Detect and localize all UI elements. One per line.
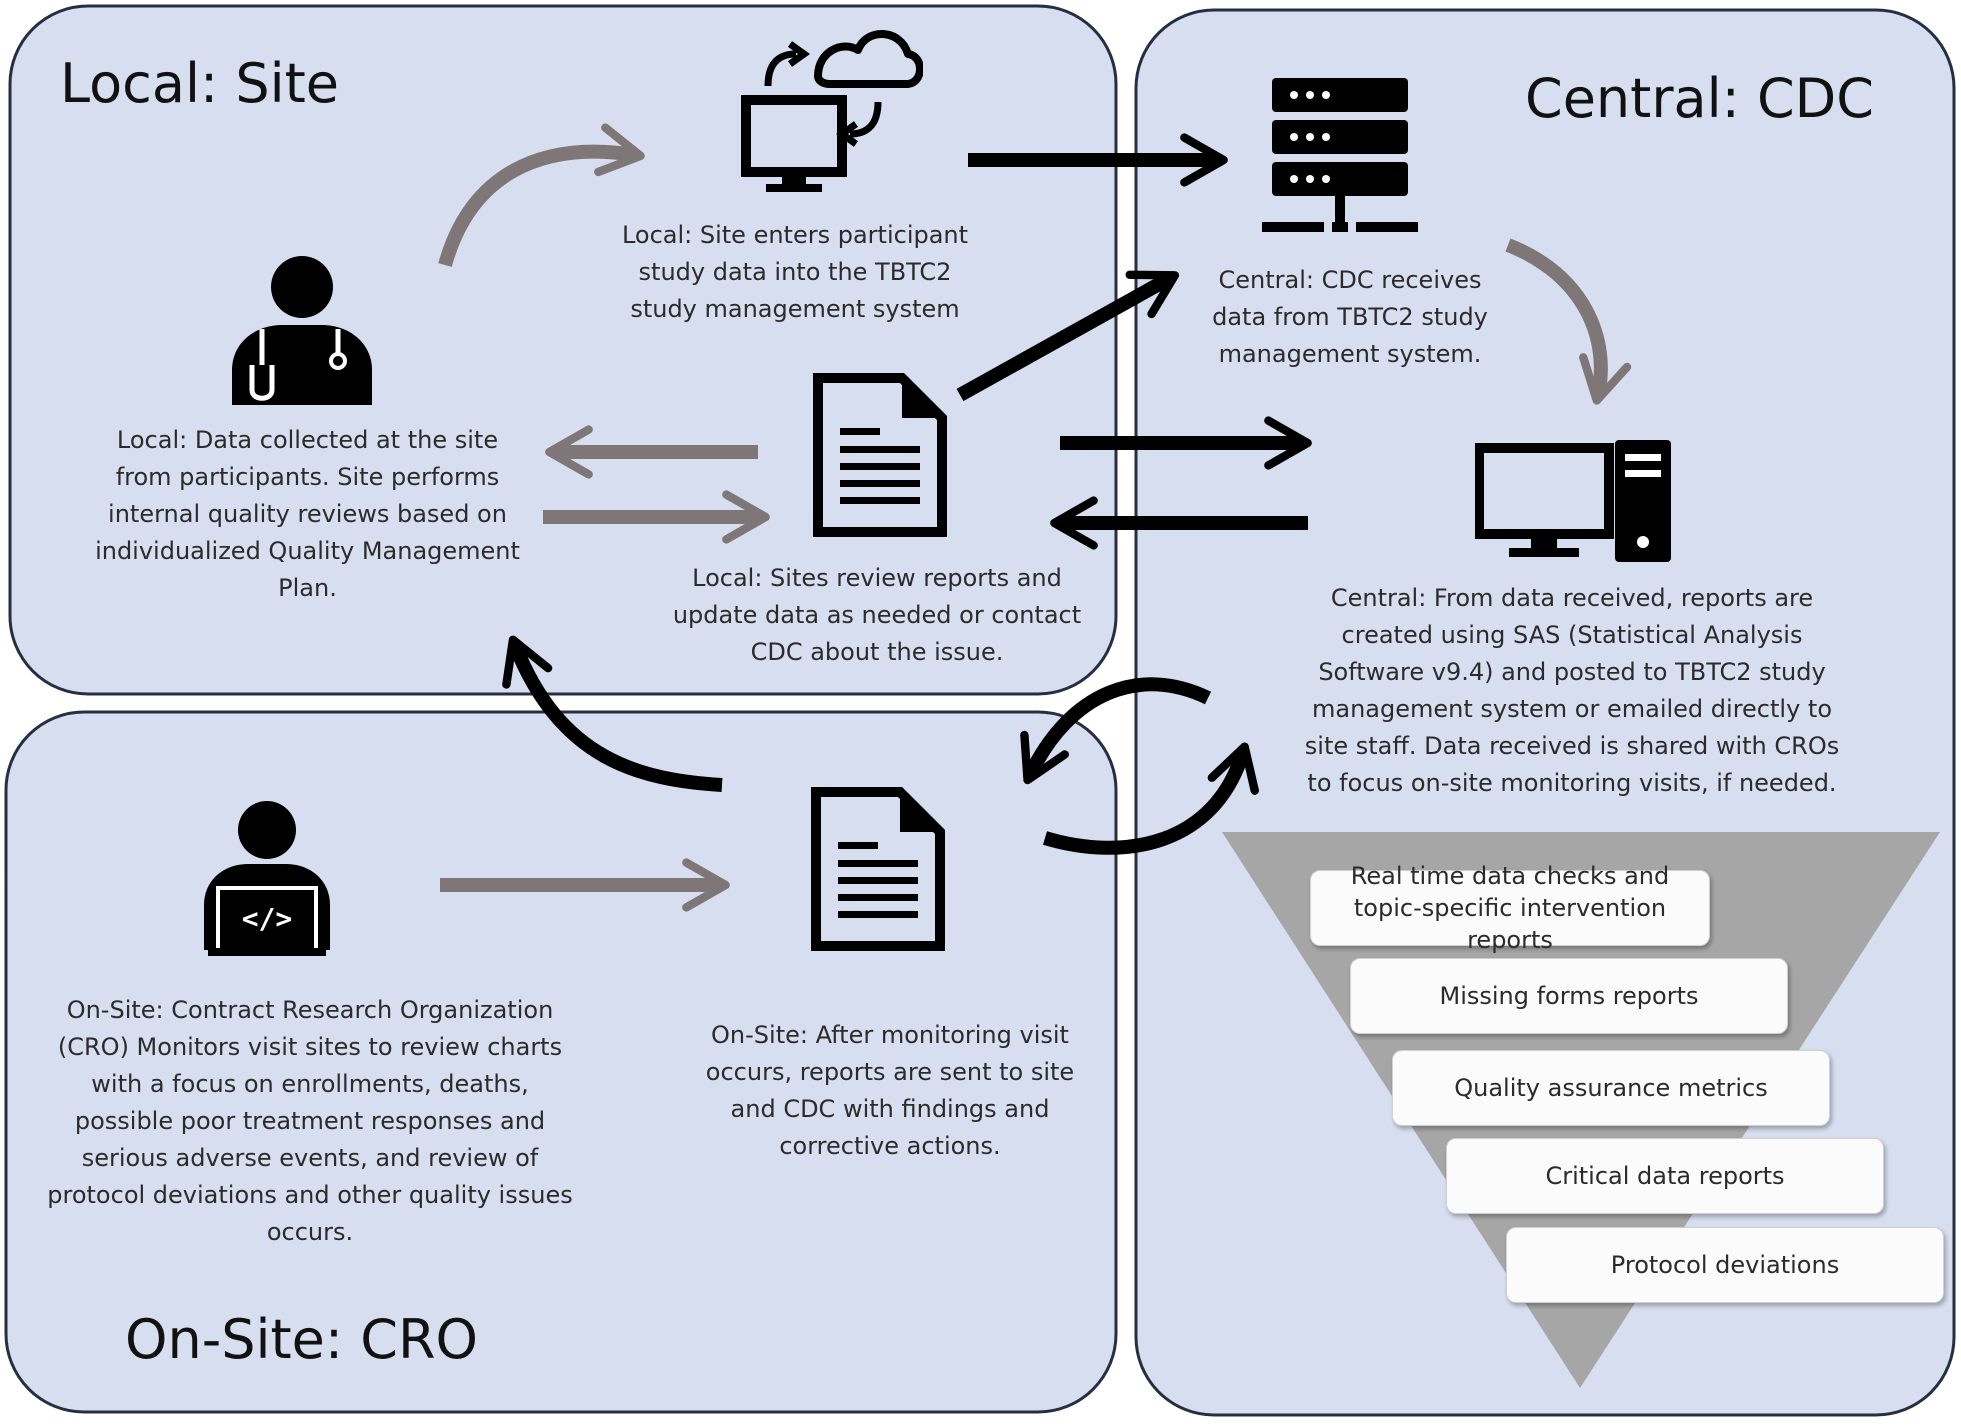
local-entry-description: Local: Site enters participant study dat… [621, 221, 969, 323]
document-icon [813, 373, 947, 537]
funnel-item-protocol-deviations: Protocol deviations [1506, 1227, 1944, 1303]
arrow-doctor-to-entry [438, 123, 645, 267]
local-site-panel [8, 4, 1118, 696]
local-review-description: Local: Sites review reports and update d… [672, 564, 1082, 666]
server-icon [1262, 78, 1418, 232]
onsite-monitor-description: On-Site: Contract Research Organization … [47, 996, 573, 1246]
doctor-icon [232, 256, 372, 405]
funnel-item-critical-data: Critical data reports [1446, 1138, 1884, 1214]
funnel-item-quality-metrics: Quality assurance metrics [1392, 1050, 1830, 1126]
central-cdc-title: Central: CDC [1525, 67, 1874, 130]
computer-cloud-sync-icon [741, 30, 923, 192]
desktop-computer-icon [1475, 440, 1671, 562]
arrow-onsite-to-central [1042, 742, 1259, 855]
arrow-onsite-to-local [502, 635, 723, 792]
central-reports-description: Central: From data received, reports are… [1304, 584, 1840, 797]
funnel-item-missing-forms: Missing forms reports [1350, 958, 1788, 1034]
arrow-report-to-server [956, 270, 1180, 402]
onsite-after-description: On-Site: After monitoring visit occurs, … [705, 1021, 1075, 1160]
svg-text:</>: </> [242, 902, 293, 935]
arrow-central-to-onsite [1020, 677, 1212, 785]
central-receive-description: Central: CDC receives data from TBTC2 st… [1212, 266, 1488, 368]
onsite-cro-title: On-Site: CRO [125, 1308, 478, 1371]
local-site-title: Local: Site [60, 52, 339, 115]
developer-laptop-icon: </> [204, 801, 330, 956]
funnel-item-real-time-checks: Real time data checks and topic-specific… [1310, 862, 1710, 954]
local-collect-description: Local: Data collected at the site from p… [95, 426, 520, 602]
arrow-server-to-computer [1505, 238, 1632, 405]
document-icon [811, 787, 945, 951]
